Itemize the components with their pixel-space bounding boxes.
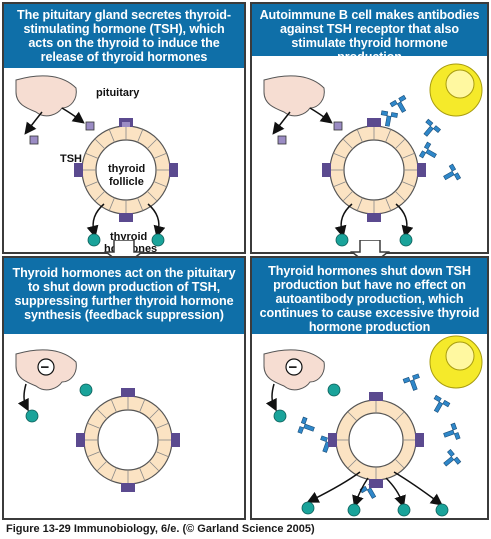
thyroid-follicle bbox=[74, 118, 178, 222]
panel-4-description: Thyroid hormones shut down TSH productio… bbox=[252, 258, 487, 334]
tsh-molecule bbox=[277, 135, 287, 145]
tsh-label: TSH bbox=[60, 153, 82, 165]
autoimmune-b-cell bbox=[429, 335, 483, 389]
pituitary-label: pituitary bbox=[96, 87, 140, 99]
thyroid-hormone bbox=[335, 233, 349, 247]
panel-3-description: Thyroid hormones act on the pituitary to… bbox=[4, 258, 244, 334]
autoimmune-b-cell bbox=[429, 63, 483, 117]
thyroid-hormone bbox=[435, 503, 449, 517]
follicle-label: follicle bbox=[109, 176, 144, 188]
thyroid-hormone bbox=[151, 233, 165, 247]
panel-1-description: The pituitary gland secretes thyroid-sti… bbox=[4, 4, 244, 68]
tsh-molecule bbox=[85, 121, 95, 131]
tsh-molecule bbox=[29, 135, 39, 145]
thyroid-hormone bbox=[399, 233, 413, 247]
thyroid-label: thyroid bbox=[108, 163, 145, 175]
minus-label: − bbox=[289, 359, 298, 376]
panel-autoantibody-persistence: Thyroid hormones shut down TSH productio… bbox=[250, 256, 489, 520]
panel-1-illustration: pituitary TSH bbox=[15, 75, 178, 252]
panel-normal-tsh: The pituitary gland secretes thyroid-sti… bbox=[2, 2, 246, 254]
pituitary-gland bbox=[263, 75, 325, 117]
panel-4-illustration: − bbox=[263, 335, 483, 517]
panel-2-description: Autoimmune B cell makes antibodies again… bbox=[252, 4, 487, 64]
thyroid-hormone bbox=[273, 409, 287, 423]
thyroid-follicle bbox=[328, 392, 424, 488]
thyroid-hormone bbox=[397, 503, 411, 517]
figure-caption: Figure 13-29 Immunobiology, 6/e. (© Garl… bbox=[6, 523, 315, 535]
thyroid-hormone bbox=[301, 501, 315, 515]
minus-label: − bbox=[41, 359, 50, 376]
thyroid-hormone bbox=[79, 383, 93, 397]
antibody bbox=[380, 94, 462, 181]
panel-3-illustration: − bbox=[15, 349, 180, 492]
thyroid-hormone bbox=[87, 233, 101, 247]
thyroid-hormone bbox=[25, 409, 39, 423]
tsh-molecule bbox=[333, 121, 343, 131]
inhibition-symbol bbox=[37, 358, 55, 376]
pituitary-gland bbox=[15, 75, 77, 117]
antibody bbox=[297, 373, 462, 499]
thyroid-hormone bbox=[347, 503, 361, 517]
panel-autoimmune-antibodies: Autoimmune B cell makes antibodies again… bbox=[250, 2, 489, 254]
thyroid-follicle bbox=[322, 118, 426, 222]
panel-2-illustration bbox=[263, 63, 483, 247]
thyroid-hormone bbox=[327, 383, 341, 397]
panel-feedback-suppression: Thyroid hormones act on the pituitary to… bbox=[2, 256, 246, 520]
thyroid-follicle bbox=[76, 388, 180, 492]
inhibition-symbol bbox=[285, 358, 303, 376]
